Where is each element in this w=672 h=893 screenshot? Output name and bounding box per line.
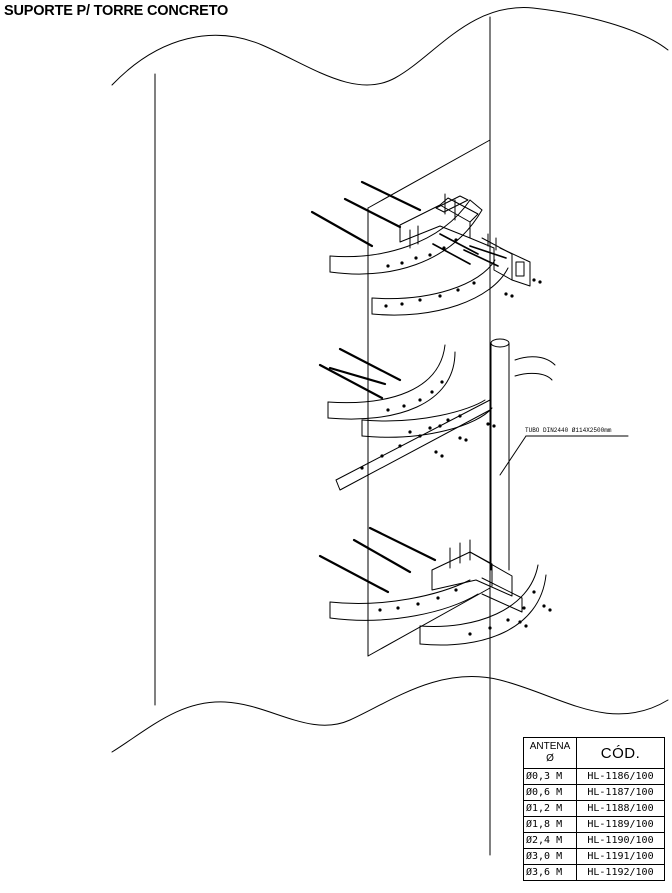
product-code-cell: HL-1189/100 [576,816,665,833]
antenna-diameter-cell: Ø0,6 M [523,784,577,801]
table-header-row: ANTENA Ø CÓD. [523,737,665,769]
product-code-cell: HL-1190/100 [576,832,665,849]
antenna-header-line2: Ø [546,753,554,764]
table-row: Ø3,0 M HL-1191/100 [523,848,665,865]
antenna-diameter-cell: Ø1,8 M [523,816,577,833]
code-column-header: CÓD. [576,737,665,769]
lower-clamp-band-right [419,564,547,646]
antenna-diameter-cell: Ø0,3 M [523,768,577,785]
antenna-diameter-cell: Ø3,0 M [523,848,577,865]
mast-tube [490,338,510,571]
lower-base [431,539,523,613]
tower-top-break-line [111,7,669,86]
antenna-diameter-cell: Ø1,2 M [523,800,577,817]
middle-clamp-band-right [361,399,493,438]
upper-bracket [399,193,531,287]
tube-spec-label: TUBO DIN2440 Ø114X2500mm [525,427,612,434]
table-row: Ø0,6 M HL-1187/100 [523,784,665,801]
tower-bottom-break-line [111,676,669,753]
table-row: Ø0,3 M HL-1186/100 [523,768,665,785]
bolt-holes [360,238,552,636]
table-row: Ø2,4 M HL-1190/100 [523,832,665,849]
antenna-code-table: ANTENA Ø CÓD. Ø0,3 M HL-1186/100 Ø0,6 M … [523,737,665,881]
middle-clamp-band-left [318,344,456,420]
upper-bolts [310,180,507,267]
drawing-title: SUPORTE P/ TORRE CONCRETO [4,3,229,19]
antenna-header-line1: ANTENA [529,741,571,752]
lower-bolts [318,526,437,594]
lower-clamp-band-left [329,579,479,621]
product-code-cell: HL-1188/100 [576,800,665,817]
upper-clamp-band-left [329,199,483,275]
antenna-diameter-cell: Ø3,6 M [523,864,577,881]
antenna-column-header: ANTENA Ø [523,737,577,769]
tube-callout [499,435,629,476]
diagonal-strap [335,399,491,491]
product-code-cell: HL-1187/100 [576,784,665,801]
upper-clamp-band-right [371,259,509,316]
table-row: Ø1,8 M HL-1189/100 [523,816,665,833]
tube-side-clips [514,356,556,381]
table-row: Ø1,2 M HL-1188/100 [523,800,665,817]
antenna-diameter-cell: Ø2,4 M [523,832,577,849]
concrete-tower [111,7,669,856]
product-code-cell: HL-1191/100 [576,848,665,865]
product-code-cell: HL-1186/100 [576,768,665,785]
table-row: Ø3,6 M HL-1192/100 [523,864,665,881]
mounting-plate-outline [367,139,491,657]
product-code-cell: HL-1192/100 [576,864,665,881]
